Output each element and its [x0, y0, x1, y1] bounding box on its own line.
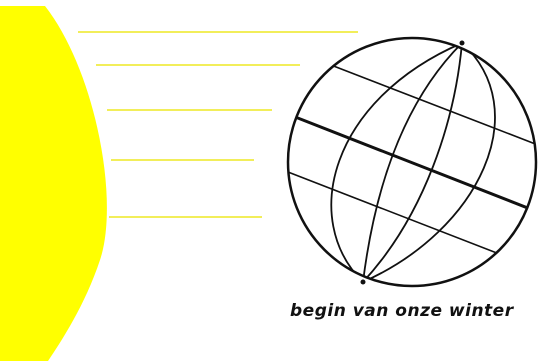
north-pole — [460, 41, 465, 46]
caption: begin van onze winter — [290, 301, 530, 321]
south-pole — [361, 280, 366, 285]
sun — [0, 6, 107, 361]
earth-globe — [285, 38, 538, 286]
